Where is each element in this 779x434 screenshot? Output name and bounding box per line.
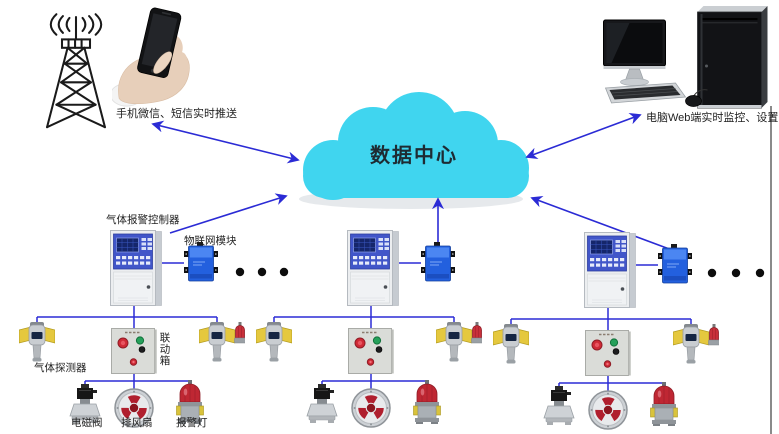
phone-in-hand-icon	[112, 6, 190, 107]
gas-detector-label: 气体探测器	[34, 362, 87, 374]
exhaust-fan-label: 排风扇	[121, 417, 153, 429]
controller-label: 气体报警控制器	[106, 214, 180, 226]
device-group-3	[493, 233, 720, 430]
solenoid-valve-label: 电磁阀	[71, 417, 103, 429]
phone-push-label: 手机微信、短信实时推送	[116, 108, 237, 120]
alarm-lamp-label: 报警灯	[176, 417, 208, 429]
arrow-cloud-to-computer	[525, 112, 642, 160]
iot-module-label: 物联网模块	[184, 235, 237, 247]
device-group-1	[19, 231, 246, 428]
arrow-cloud-to-phone	[151, 120, 300, 164]
ellipsis-dots	[235, 267, 765, 278]
computer-monitor-label: 电脑Web端实时监控、设置	[646, 112, 779, 124]
device-group-2	[256, 231, 483, 428]
signal-tower-icon	[46, 13, 106, 129]
cloud-connectors	[151, 112, 673, 251]
linkage-box-label: 联动箱	[158, 332, 171, 367]
arrow-group1-to-cloud	[169, 193, 288, 234]
arrow-group3-to-cloud	[530, 195, 673, 251]
cloud-title: 数据中心	[370, 145, 458, 167]
desktop-computer-icon	[602, 5, 769, 109]
